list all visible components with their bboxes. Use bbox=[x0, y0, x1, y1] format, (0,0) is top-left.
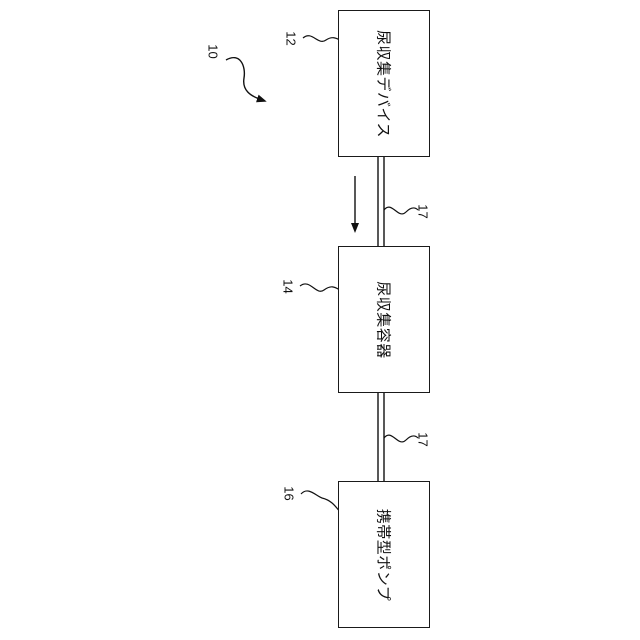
tube-lower-reference-number: 17 bbox=[416, 432, 431, 446]
leader-line-device bbox=[303, 36, 340, 42]
leader-line-pump bbox=[301, 491, 340, 512]
leader-line-tube-lower bbox=[384, 435, 418, 442]
system-reference-number: 10 bbox=[206, 44, 221, 58]
pump-reference-number: 16 bbox=[282, 486, 297, 500]
urine-collection-device-label: 尿収集デバイス bbox=[374, 29, 395, 137]
urine-collection-container-block: 尿収集容器 bbox=[338, 246, 430, 393]
leader-line-system bbox=[226, 58, 262, 100]
urine-collection-device-block: 尿収集デバイス bbox=[338, 10, 430, 157]
device-reference-number: 12 bbox=[284, 31, 299, 45]
leader-line-container bbox=[300, 284, 340, 291]
portable-pump-block: 携帯型ポンプ bbox=[338, 481, 430, 628]
tube-upper bbox=[378, 157, 384, 246]
portable-pump-label: 携帯型ポンプ bbox=[374, 508, 395, 601]
urine-collection-container-label: 尿収集容器 bbox=[374, 281, 395, 359]
leader-line-tube-upper bbox=[384, 207, 418, 214]
tube-upper-reference-number: 17 bbox=[416, 204, 431, 218]
tube-lower bbox=[378, 393, 384, 481]
container-reference-number: 14 bbox=[281, 279, 296, 293]
